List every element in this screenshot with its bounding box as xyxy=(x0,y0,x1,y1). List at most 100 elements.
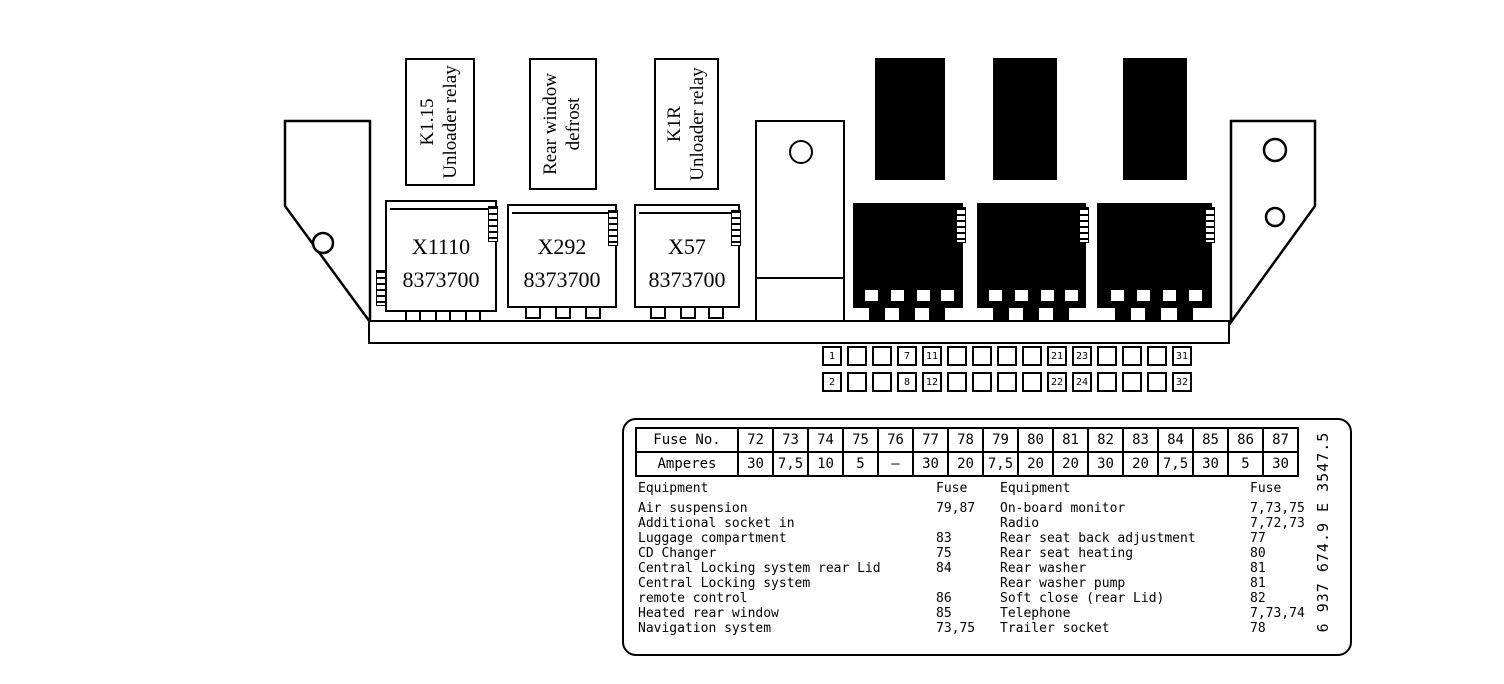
relay-socket-x57: X57 8373700 xyxy=(634,204,741,319)
amperes-label: Amperes xyxy=(635,451,739,477)
fuse-slot xyxy=(1147,346,1167,366)
connector-pin xyxy=(525,306,541,319)
fuse-slot-22: 22 xyxy=(1047,372,1067,392)
connector-slot xyxy=(1015,290,1028,301)
equipment-fuse-number: 86 xyxy=(936,591,952,606)
equipment-fuse-number: 81 xyxy=(1250,576,1266,591)
fuse-slot-1: 1 xyxy=(822,346,842,366)
connector-pin xyxy=(585,306,601,319)
connector-line xyxy=(639,212,735,214)
fuse-slot xyxy=(997,346,1017,366)
equipment-name: Air suspension xyxy=(638,501,748,516)
fuse-slot xyxy=(1122,346,1142,366)
fuse-number-cell: 74 xyxy=(807,427,844,453)
mounting-hole-icon xyxy=(1264,206,1286,228)
equipment-name: Central Locking system xyxy=(638,576,811,591)
fuse-slot xyxy=(1147,372,1167,392)
equipment-name: Soft close (rear Lid) xyxy=(1000,591,1165,606)
amperes-cell: 30 xyxy=(1087,451,1124,477)
fuse-slot-21: 21 xyxy=(1047,346,1067,366)
connector-pin xyxy=(708,306,724,319)
fuse-number-cell: 72 xyxy=(737,427,774,453)
relay-label-line2: Unloader relay xyxy=(686,67,708,181)
fuse-slot-7: 7 xyxy=(897,346,917,366)
fuse-slot xyxy=(872,372,892,392)
connector-slot xyxy=(865,290,878,301)
connector-slot xyxy=(1041,290,1054,301)
fuse-number-cell: 87 xyxy=(1262,427,1299,453)
amperes-cell: 20 xyxy=(1017,451,1054,477)
socket-code: X292 xyxy=(537,234,587,259)
connector-slot xyxy=(989,290,1002,301)
equipment-fuse-number: 73,75 xyxy=(936,621,976,636)
connector-comb-icon xyxy=(1205,207,1215,243)
equipment-row: Additional socket in xyxy=(638,516,978,531)
equipment-fuse-number: 81 xyxy=(1250,561,1266,576)
connector-slot xyxy=(941,290,954,301)
fuse-slot xyxy=(872,346,892,366)
connector-slot xyxy=(1065,290,1078,301)
fuse-number-cell: 75 xyxy=(842,427,879,453)
fuse-slot xyxy=(1097,346,1117,366)
fuse-number-cell: 82 xyxy=(1087,427,1124,453)
equipment-name: Telephone xyxy=(1000,606,1071,621)
equipment-name: Trailer socket xyxy=(1000,621,1110,636)
relay-label-k1r: K1R Unloader relay xyxy=(654,58,719,190)
fuse-number-cell: 77 xyxy=(912,427,949,453)
relay-module xyxy=(993,58,1057,180)
equipment-fuse-number: 85 xyxy=(936,606,952,621)
connector-slot xyxy=(891,290,904,301)
connector-comb-icon xyxy=(731,210,741,246)
fuse-slot xyxy=(972,372,992,392)
bracket-shape xyxy=(283,119,372,326)
connector-comb-icon xyxy=(956,207,966,243)
amperes-cell: 20 xyxy=(1052,451,1089,477)
equipment-fuse-number: 78 xyxy=(1250,621,1266,636)
socket-code: X1110 xyxy=(411,234,471,259)
mounting-hole-icon xyxy=(1262,137,1288,163)
center-support xyxy=(755,120,845,322)
socket-part-number: 8373700 xyxy=(648,267,726,292)
connector-slot xyxy=(1137,290,1150,301)
equipment-row: Rear washer pump 81 xyxy=(1000,576,1315,591)
fuse-number-cell: 86 xyxy=(1227,427,1264,453)
connector-slot xyxy=(1189,290,1202,301)
equipment-name: Rear washer xyxy=(1000,561,1087,576)
relay-socket-x292: X292 8373700 xyxy=(507,204,618,319)
relay-label-rear-window-defrost: Rear window defrost xyxy=(529,58,597,190)
connector-comb-icon xyxy=(1079,207,1089,243)
fuse-no-label: Fuse No. xyxy=(635,427,739,453)
connector-comb-icon xyxy=(608,210,618,246)
equipment-fuse-number: 75 xyxy=(936,546,952,561)
relay-label-kl15: K1.15 Unloader relay xyxy=(405,58,475,186)
socket-text: X1110 8373700 xyxy=(387,230,495,296)
relay-socket-black xyxy=(1097,203,1215,321)
document-part-number: 6 937 674.9 E 3547.5 xyxy=(1314,431,1332,633)
amperes-cell: 20 xyxy=(1122,451,1159,477)
equipment-row: Central Locking system xyxy=(638,576,978,591)
equipment-fuse-number: 7,72,73 xyxy=(1250,516,1305,531)
equipment-fuse-number: 80 xyxy=(1250,546,1266,561)
amperes-cell: 7,5 xyxy=(772,451,809,477)
equipment-row: Heated rear window 85 xyxy=(638,606,978,621)
relay-socket-black xyxy=(977,203,1089,321)
fuse-slot xyxy=(847,346,867,366)
amperes-cell: 30 xyxy=(912,451,949,477)
equipment-name: Rear washer pump xyxy=(1000,576,1126,591)
fuse-slot xyxy=(1022,372,1042,392)
fuse-number-cell: 79 xyxy=(982,427,1019,453)
equipment-row: Soft close (rear Lid)82 xyxy=(1000,591,1315,606)
equipment-name: Additional socket in xyxy=(638,516,795,531)
equipment-fuse-number: 84 xyxy=(936,561,952,576)
connector-slot xyxy=(1111,290,1124,301)
mounting-hole-icon xyxy=(789,140,813,164)
fuse-slot xyxy=(847,372,867,392)
equipment-name: Heated rear window xyxy=(638,606,779,621)
